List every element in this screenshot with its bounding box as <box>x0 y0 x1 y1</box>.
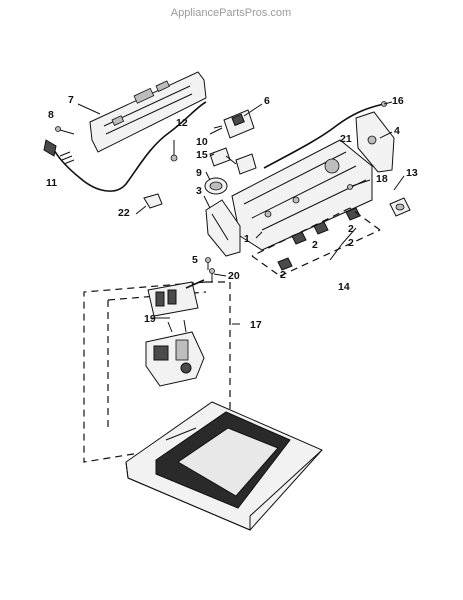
callout-19: 19 <box>144 313 156 325</box>
leader-lines <box>77 101 405 325</box>
end-cap-3 <box>205 199 241 257</box>
callout-11: 11 <box>46 177 57 189</box>
timer-6 <box>213 109 255 139</box>
power-cord <box>43 101 207 192</box>
callout-5: 5 <box>192 254 198 266</box>
callout-10: 10 <box>196 136 208 148</box>
screw-5 <box>205 257 211 270</box>
callout-2-b: 2 <box>348 223 354 235</box>
callout-12: 12 <box>176 117 188 129</box>
callout-2-a: 2 <box>312 239 318 251</box>
callout-14: 14 <box>338 281 350 293</box>
callout-15: 15 <box>196 149 208 161</box>
callout-4: 4 <box>394 125 400 137</box>
motor-assembly <box>145 319 205 387</box>
callout-2-d: 2 <box>280 269 286 281</box>
screw-8 <box>55 126 75 135</box>
callout-8: 8 <box>48 109 54 121</box>
callout-7: 7 <box>68 94 74 106</box>
switch-15 <box>209 147 257 175</box>
screw-18 <box>347 179 371 190</box>
buttons-2 <box>251 207 381 277</box>
callout-20: 20 <box>228 270 240 282</box>
knob-9 <box>204 177 228 195</box>
callout-22: 22 <box>118 207 130 219</box>
callout-16: 16 <box>392 95 404 107</box>
callout-13: 13 <box>406 167 418 179</box>
callout-6: 6 <box>264 95 270 107</box>
end-cap-4 <box>355 111 395 173</box>
screw-12 <box>170 140 178 162</box>
valve-assembly-19 <box>147 279 205 317</box>
knob-13 <box>389 197 411 217</box>
callouts: 7 8 11 22 12 6 10 15 9 3 16 4 21 18 13 1… <box>46 94 418 331</box>
callout-3: 3 <box>196 185 202 197</box>
cord-clip <box>135 193 163 215</box>
watermark: AppliancePartsPros.com <box>171 7 291 19</box>
callout-18: 18 <box>376 173 388 185</box>
callout-9: 9 <box>196 167 202 179</box>
console <box>231 139 373 251</box>
screw-20 <box>209 268 215 282</box>
callout-1: 1 <box>244 233 250 245</box>
callout-21: 21 <box>340 133 352 145</box>
rear-panel <box>89 71 207 153</box>
cabinet-top <box>125 401 323 531</box>
callout-17: 17 <box>250 319 262 331</box>
callout-2-c: 2 <box>348 237 354 249</box>
